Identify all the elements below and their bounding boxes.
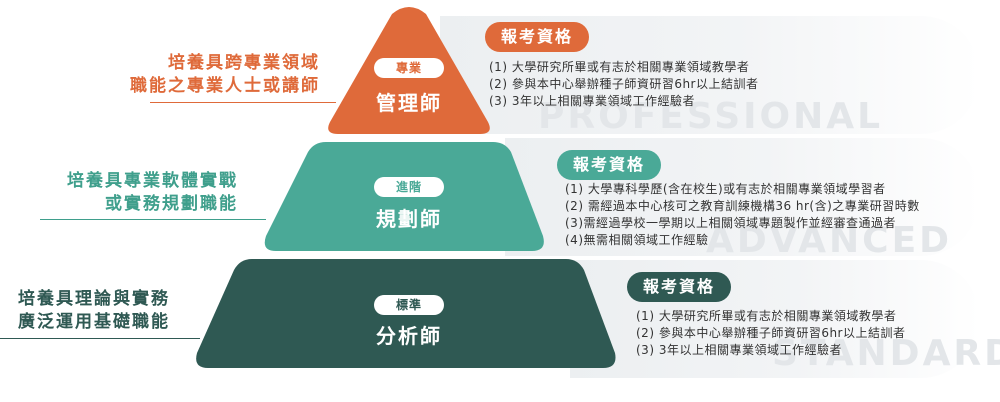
tier-3-description: 培養具理論與實務 廣泛運用基礎職能: [0, 288, 170, 334]
tier-2-watermark: ADVANCED: [706, 220, 953, 261]
tier-2-requirement-item: (2) 需經過本中心核可之教育訓練機構36 hr(含)之專業研習時數: [565, 199, 920, 213]
tier-1-description-line-1: 培養具跨專業領域: [168, 53, 320, 73]
tier-1-level-badge: 專業: [374, 58, 444, 78]
tier-3-level-badge: 標準: [374, 295, 444, 315]
tier-2-requirement-item: (1) 大學專科學歷(含在校生)或有志於相關專業領域學習者: [565, 182, 886, 196]
tier-2-description: 培養具專業軟體實戰 或實務規劃職能: [0, 170, 238, 216]
tier-3-requirement-item: (3) 3年以上相關專業領域工作經驗者: [636, 343, 842, 357]
tier-2-description-line-1: 培養具專業軟體實戰: [67, 171, 238, 191]
tier-1-requirement-item: (3) 3年以上相關專業領域工作經驗者: [489, 94, 695, 108]
tier-2-requirements-heading: 報考資格: [557, 150, 661, 180]
tier-3-description-line-1: 培養具理論與實務: [18, 289, 170, 309]
tier-1-requirements-list: (1) 大學研究所畢或有志於相關專業領域教學者 (2) 參與本中心舉辦種子師資研…: [489, 59, 759, 110]
tier-3-requirement-item: (1) 大學研究所畢或有志於相關專業領域教學者: [636, 309, 897, 323]
tier-3-requirements-heading: 報考資格: [627, 272, 731, 302]
tier-1-description: 培養具跨專業領域 職能之專業人士或講師: [40, 52, 320, 98]
tier-2-divider: [40, 219, 266, 220]
tier-3-description-line-2: 廣泛運用基礎職能: [18, 312, 170, 332]
tier-1-requirements-heading: 報考資格: [485, 22, 589, 52]
tier-1-title: 管理師: [376, 91, 442, 115]
tier-3-title: 分析師: [376, 324, 442, 348]
tier-3-requirements-list: (1) 大學研究所畢或有志於相關專業領域教學者 (2) 參與本中心舉辦種子師資研…: [636, 308, 906, 359]
tier-2-requirements-list: (1) 大學專科學歷(含在校生)或有志於相關專業領域學習者 (2) 需經過本中心…: [565, 181, 920, 249]
tier-3-watermark: STANDARD: [772, 333, 1000, 374]
tier-1-divider: [150, 102, 336, 103]
tier-2-requirement-item: (4)無需相關領域工作經驗: [565, 233, 709, 247]
tier-1-requirement-item: (1) 大學研究所畢或有志於相關專業領域教學者: [489, 60, 750, 74]
tier-3-divider: [0, 338, 200, 339]
tier-1-requirement-item: (2) 參與本中心舉辦種子師資研習6hr以上結訓者: [489, 77, 759, 91]
tier-1-watermark: PROFESSIONAL: [538, 96, 884, 137]
tier-2-level-badge: 進階: [374, 177, 444, 197]
tier-2-title: 規劃師: [376, 207, 442, 231]
tier-2-requirement-item: (3)需經過學校一學期以上相關領域專題製作並經審查通過者: [565, 216, 897, 230]
tier-2-description-line-2: 或實務規劃職能: [105, 194, 238, 214]
tier-1-description-line-2: 職能之專業人士或講師: [130, 76, 320, 96]
tier-3-requirement-item: (2) 參與本中心舉辦種子師資研習6hr以上結訓者: [636, 326, 906, 340]
